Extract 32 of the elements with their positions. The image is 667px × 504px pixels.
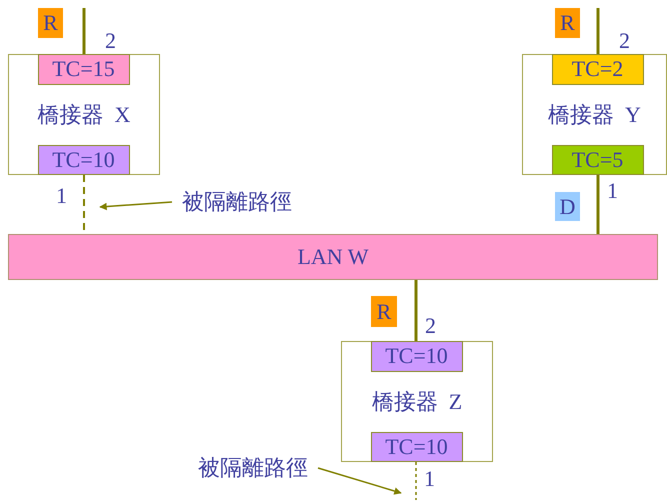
role-badge: R [371,296,397,327]
link-line [414,280,418,341]
bridge-label: 橋接器 Y [548,100,641,128]
port-number: 1 [56,183,67,209]
link-line [596,8,600,54]
port-box: TC=2 [552,54,644,84]
leader-arrow [99,201,172,210]
bridge-box [341,341,493,462]
port-box: TC=10 [370,340,462,372]
blocked-link [415,462,417,500]
link-line [82,8,86,54]
port-number: 1 [607,178,618,204]
bridge-box [522,54,667,175]
link-line [596,175,600,234]
bridge-box [8,54,160,175]
role-badge: R [38,8,63,38]
note-text: 被隔離路徑 [188,454,318,482]
port-number: 2 [619,28,630,54]
lan-bar: LAN W [8,234,658,280]
leader-arrow [318,467,402,495]
bridge-label: 橋接器 X [38,100,130,128]
bridge-label: 橋接器 Z [372,388,462,416]
role-badge: R [555,8,580,38]
port-box: TC=15 [38,54,130,84]
role-badge: D [555,192,580,221]
note-text: 被隔離路徑 [172,188,302,216]
port-box: TC=5 [552,144,644,174]
port-number: 2 [425,313,436,339]
port-number: 2 [105,28,116,54]
port-number: 1 [424,466,435,492]
port-box: TC=10 [370,432,462,462]
port-box: TC=10 [38,144,130,174]
